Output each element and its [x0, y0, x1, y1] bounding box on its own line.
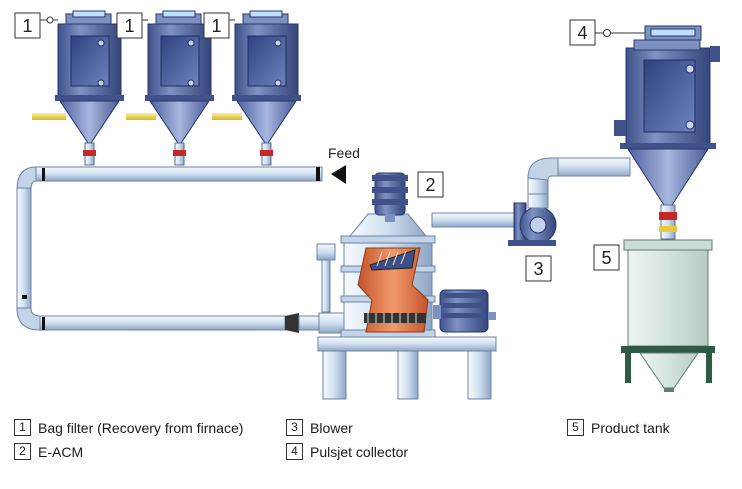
legend-label: Product tank [591, 419, 670, 436]
svg-text:1: 1 [22, 16, 32, 36]
feed-arrow-icon [331, 165, 346, 184]
legend-item-pulsjet: 4 Pulsjet collector [286, 443, 408, 460]
blower-outlet-pipe [527, 157, 631, 195]
legend-label: Blower [310, 419, 353, 436]
bag-filter-unit-1 [32, 10, 124, 166]
legend-number-box: 2 [14, 443, 31, 460]
bag-filter-unit-3 [212, 10, 301, 166]
callout-bag-filter-c: 1 [203, 12, 235, 39]
legend-number-box: 5 [567, 419, 584, 436]
legend-label: Pulsjet collector [310, 443, 409, 460]
svg-text:3: 3 [533, 259, 543, 279]
callout-bag-filter-b: 1 [116, 12, 148, 39]
legend-number-box: 1 [14, 419, 31, 436]
callout-pulsjet: 4 [569, 19, 645, 46]
callout-product-tank: 5 [593, 244, 620, 271]
legend-number-box: 3 [286, 419, 303, 436]
feed-inlet-pipe [32, 113, 66, 120]
svg-text:2: 2 [425, 175, 435, 195]
legend-item-product-tank: 5 Product tank [567, 419, 670, 436]
legend-item-eacm: 2 E-ACM [14, 443, 83, 460]
mill-outlet-pipe [431, 212, 519, 228]
eacm-mill [316, 172, 497, 400]
legend-label: E-ACM [38, 443, 84, 460]
legend-number-box: 4 [286, 443, 303, 460]
svg-text:1: 1 [211, 16, 221, 36]
svg-text:1: 1 [124, 16, 134, 36]
callout-eacm: 2 [417, 171, 444, 198]
product-tank [621, 239, 715, 392]
blower [508, 189, 557, 246]
callout-blower: 3 [525, 255, 552, 282]
callout-bag-filter-a: 1 [14, 12, 58, 39]
pulsjet-collector [614, 25, 720, 240]
svg-text:4: 4 [577, 23, 587, 43]
legend-label: Bag filter (Recovery from firnace) [38, 419, 244, 436]
feed-label: Feed [328, 145, 360, 161]
feed-inlet-pipe [212, 113, 242, 120]
classifier-motor [433, 289, 496, 333]
mill-inlet-connector [285, 312, 347, 334]
feed-inlet-pipe [126, 113, 156, 120]
legend-item-bag-filter: 1 Bag filter (Recovery from firnace) [14, 419, 243, 436]
feed-pipe-loop [16, 166, 323, 331]
bag-filter-unit-2 [126, 10, 214, 166]
legend-item-blower: 3 Blower [286, 419, 353, 436]
svg-text:5: 5 [601, 248, 611, 268]
